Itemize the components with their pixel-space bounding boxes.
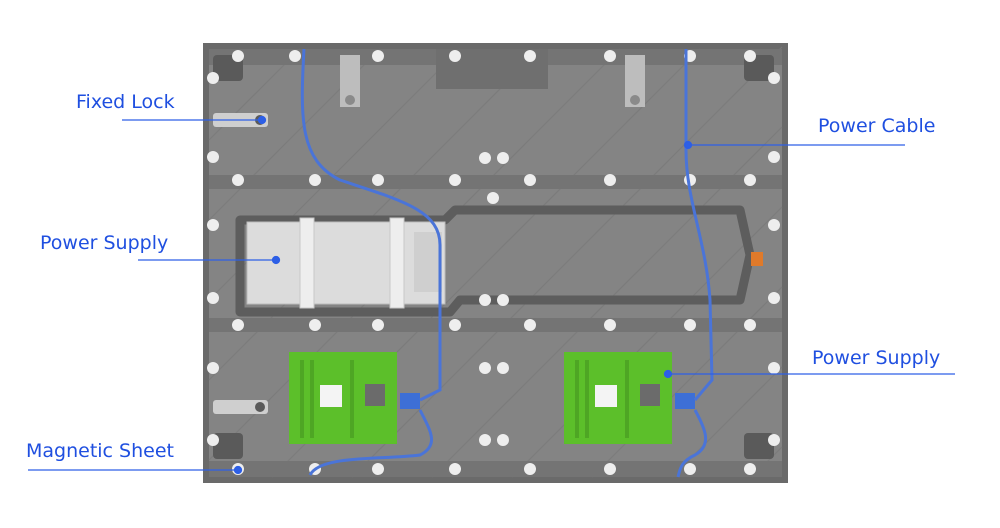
leader-lines	[28, 115, 955, 475]
power-cables	[300, 48, 714, 478]
label-fixed-lock: Fixed Lock	[76, 91, 175, 113]
label-power-cable: Power Cable	[818, 115, 936, 137]
psu-gasket-track	[235, 205, 755, 317]
label-power-supply-right: Power Supply	[812, 347, 941, 369]
corner-housings	[213, 55, 774, 459]
receiving-card-left	[289, 352, 397, 444]
magnet-hole-icon	[207, 50, 780, 475]
power-supply-box	[246, 217, 446, 309]
lock-bracket-icon	[213, 55, 645, 414]
receiving-card-right	[564, 352, 672, 444]
connector-icon	[400, 393, 695, 409]
orange-connector	[751, 252, 763, 266]
label-magnetic-sheet: Magnetic Sheet	[26, 440, 174, 462]
label-power-supply-left: Power Supply	[40, 232, 169, 254]
